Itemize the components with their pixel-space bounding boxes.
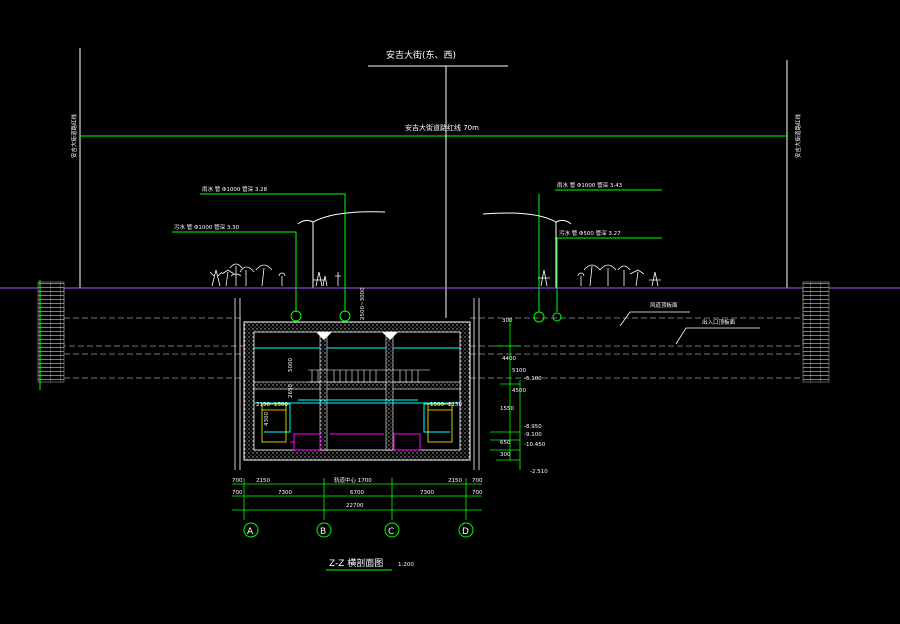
right-red-line-label: 安吉大街道路红线 [794,113,802,158]
elev-label-1: 4400 [502,356,516,362]
station-box [243,321,471,461]
left-red-line-label: 安吉大街道路红线 [70,113,78,158]
inner-label-2: 2150 [448,402,462,408]
inner-label-1: 1500 [274,402,288,408]
bottom-row1-1: 2150 [256,478,270,484]
platform-railing [308,369,430,383]
bottom-row2-1: 7300 [278,490,292,496]
level-label-3: -10.450 [524,442,546,448]
trees-right [538,264,661,287]
bottom-dimension-lines [232,478,482,520]
vent-floor-label: 风道顶板面 [650,301,678,309]
axis-d: D [462,527,469,537]
elev-label-4: 4500 [512,388,526,394]
equipment-rooms [290,433,421,451]
bottom-total: 22700 [346,503,364,509]
pipe-leaders [172,189,662,312]
bottom-row1-3: 2150 [448,478,462,484]
red-line-width-label: 安吉大街道路红线 70m [405,123,479,132]
bottom-row1-4: 700 [472,478,483,484]
upper-story-dim: 5000 [288,358,294,372]
bottom-row1-2: 轨道中心 1700 [334,476,372,484]
lower-story-dim: 4300 [264,412,270,426]
level-label-1: -8.950 [524,424,542,430]
bottom-row2-4: 700 [472,490,483,496]
axis-a: A [247,527,254,537]
pipe-label-left-top: 雨水 管 Φ1000 管深 3.28 [202,185,268,193]
station-interior-lines [254,347,460,433]
exit-leader [675,327,760,345]
right-side-wall [802,281,830,383]
section-scale: 1:200 [398,562,414,568]
vent-leader [619,311,690,327]
street-lamp-left [297,211,386,288]
left-side-wall [37,281,65,383]
platform-height-dim: 2650 [288,384,294,398]
bottom-row1-0: 700 [232,478,243,484]
street-lamp-right [482,212,572,288]
trees-left [209,263,341,287]
section-title: Z-Z 横剖面图 [329,557,383,569]
bottom-row2-3: 7300 [420,490,434,496]
inner-label-3: 1500 [430,402,444,408]
bottom-row2-0: 700 [232,490,243,496]
level-label-4: -2.510 [530,469,548,475]
diaphragm-walls [234,298,480,470]
axis-c: C [388,527,394,537]
pipe-label-right-top: 雨水 管 Φ1000 管深 3.43 [557,181,623,189]
axis-bubbles [243,522,474,538]
bottom-row2-2: 6700 [350,490,364,496]
track-areas [261,403,453,443]
road-name: 安吉大街(东、西) [386,49,456,61]
pipe-circles [290,310,562,323]
elev-label-2: 5100 [512,368,526,374]
level-label-2: -9.100 [524,432,542,438]
elev-label-5: 650 [500,440,511,446]
elev-label-3: 1550 [500,406,514,412]
right-dimension-lines [490,318,521,470]
elev-label-6: 300 [500,452,511,458]
top-cover-dim: 2500~3000 [360,287,366,320]
level-label-0: -5.100 [524,376,542,382]
axis-b: B [320,527,326,537]
inner-label-0: 2150 [256,402,270,408]
exit-floor-label: 出入口顶板面 [702,318,736,326]
pipe-label-right-bottom: 污水 管 Φ500 管深 3.27 [559,229,621,237]
pipe-label-left-bottom: 污水 管 Φ1000 管深 3.30 [174,223,240,231]
passage-outlines [63,288,804,379]
elev-label-0: 300 [502,318,513,324]
